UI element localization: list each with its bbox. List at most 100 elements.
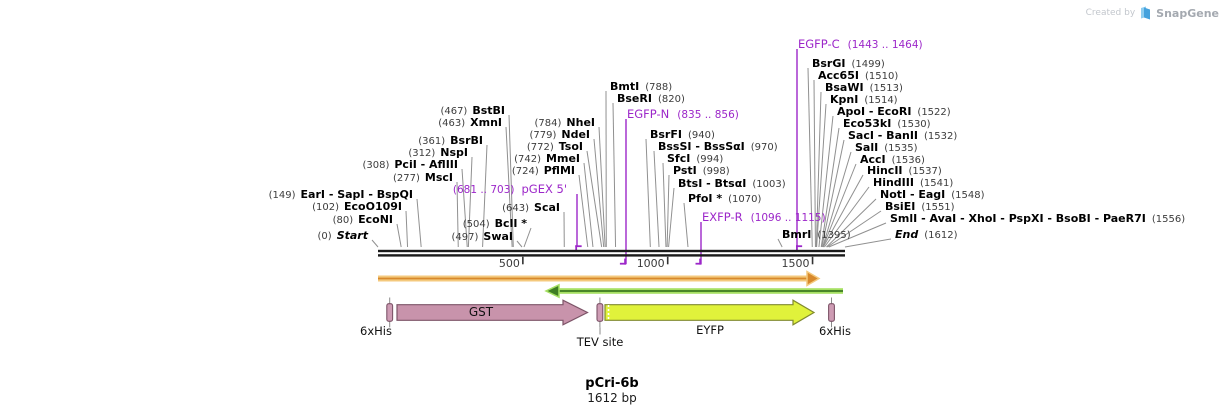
site-name: XmnI — [470, 116, 502, 129]
primer-label-EGFP-N[interactable]: EGFP-N(835 .. 856) — [627, 107, 739, 121]
site-label-MscI[interactable]: (277)MscI — [393, 170, 453, 185]
site-label-BclI-[interactable]: (504)BclI * — [463, 216, 527, 231]
site-label-KpnI[interactable]: KpnI(1514) — [830, 92, 898, 107]
primer-mark — [796, 245, 803, 248]
site-name: End — [895, 228, 919, 241]
primer-range: (1096 .. 1115) — [750, 212, 826, 224]
site-label-TsoI[interactable]: (772)TsoI — [527, 139, 583, 154]
site-label-SalI[interactable]: SalI(1535) — [855, 140, 917, 155]
site-name: BseRI — [617, 92, 652, 105]
ruler-tick — [666, 256, 669, 265]
site-name: Acc65I — [818, 69, 859, 82]
site-name: NheI — [566, 116, 595, 129]
watermark: Created by SnapGene — [1086, 6, 1219, 20]
site-name: PflMI — [543, 164, 575, 177]
site-position: (312) — [408, 148, 436, 159]
primer-mark-tick — [699, 258, 702, 265]
ruler-label-1000: 1000 — [636, 257, 665, 270]
plasmid-size: 1612 bp — [587, 391, 637, 405]
primer-label-pGEX-5-[interactable]: (681 .. 703)pGEX 5' — [453, 182, 567, 196]
site-name: NdeI — [561, 128, 590, 141]
site-leader-line — [508, 114, 514, 248]
site-label-EarI-SapI-BspQI[interactable]: (149)EarI - SapI - BspQI — [268, 187, 413, 202]
site-name: NotI - EagI — [880, 188, 946, 201]
site-label-BmrI[interactable]: BmrI(1395) — [782, 227, 851, 242]
site-leader-line — [807, 67, 813, 248]
site-position: (820) — [657, 94, 685, 105]
primer-mark-tick — [575, 245, 578, 251]
site-name: SmlI - AvaI - XhoI - PspXI - BsoBI - Pae… — [890, 212, 1146, 225]
site-label-PflMI[interactable]: (724)PflMI — [512, 163, 575, 178]
site-name: PciI - AflIII — [394, 158, 458, 171]
site-label-XmnI[interactable]: (463)XmnI — [438, 115, 502, 130]
ruler-tick — [522, 256, 524, 265]
feature-tev-site-box[interactable] — [596, 303, 604, 322]
site-leader-line — [828, 222, 887, 248]
site-label-Eco53kI[interactable]: Eco53kI(1530) — [843, 116, 931, 131]
site-label-ApoI-EcoRI[interactable]: ApoI - EcoRI (1522) — [837, 104, 951, 119]
site-label-Start[interactable]: (0)Start — [318, 228, 368, 243]
site-label-BtsI-Bts-I[interactable]: BtsI - BtsαI(1003) — [678, 176, 786, 191]
site-label-SmlI-AvaI-XhoI-PspXI-BsoBI-PaeR7I[interactable]: SmlI - AvaI - XhoI - PspXI - BsoBI - Pae… — [890, 211, 1185, 226]
site-label-PciI-AflIII[interactable]: (308)PciI - AflIII — [362, 157, 458, 172]
site-position: (1612) — [924, 230, 958, 241]
site-label-MmeI[interactable]: (742)MmeI — [514, 151, 580, 166]
site-label-BssSI-BssS-I[interactable]: BssSI - BssSαI(970) — [658, 139, 778, 154]
site-label-EcoO109I[interactable]: (102)EcoO109I — [312, 199, 402, 214]
site-label-BstBI[interactable]: (467)BstBI — [440, 103, 505, 118]
site-label-NheI[interactable]: (784)NheI — [535, 115, 595, 130]
site-name: EcoNI — [358, 213, 393, 226]
site-position: (1499) — [851, 59, 885, 70]
site-name: BsrBI — [450, 134, 483, 147]
site-name: MmeI — [546, 152, 580, 165]
site-position: (1541) — [919, 178, 954, 189]
orf-reverse-arrowhead — [544, 283, 560, 299]
site-label-BsaWI[interactable]: BsaWI(1513) — [825, 80, 903, 95]
site-label-NotI-EagI[interactable]: NotI - EagI(1548) — [880, 187, 985, 202]
site-name: PfoI * — [688, 192, 723, 205]
site-position: (1522) — [917, 107, 951, 118]
feature-eyfp-arrow[interactable] — [604, 299, 816, 326]
site-label-HindIII[interactable]: HindIII(1541) — [873, 175, 954, 190]
feature-6xhis-left-box[interactable] — [386, 303, 394, 322]
site-label-End[interactable]: End (1612) — [895, 227, 958, 242]
site-label-Acc65I[interactable]: Acc65I(1510) — [818, 68, 898, 83]
site-leader-line — [668, 187, 675, 248]
site-label-SfcI[interactable]: SfcI(994) — [667, 151, 723, 166]
site-label-BseRI[interactable]: BseRI (820) — [617, 91, 685, 106]
site-leader-line — [818, 115, 834, 248]
site-label-BsrGI[interactable]: BsrGI(1499) — [812, 56, 885, 71]
primer-label-EGFP-C[interactable]: EGFP-C(1443 .. 1464) — [798, 37, 923, 51]
primer-mark-tick — [624, 258, 626, 265]
site-leader-line — [505, 126, 513, 248]
site-position: (149) — [268, 190, 296, 201]
site-position: (940) — [687, 130, 715, 141]
site-label-PstI[interactable]: PstI(998) — [673, 163, 730, 178]
site-label-AccI[interactable]: AccI(1536) — [860, 152, 925, 167]
site-position: (1070) — [728, 194, 762, 205]
site-label-PfoI-[interactable]: PfoI * (1070) — [688, 191, 762, 206]
primer-label-EXFP-R[interactable]: EXFP-R(1096 .. 1115) — [702, 210, 826, 224]
site-label-BsiEI[interactable]: BsiEI(1551) — [885, 199, 955, 214]
site-label-ScaI[interactable]: (643)ScaI — [502, 200, 560, 215]
snapgene-logo-icon — [1141, 6, 1151, 20]
site-label-HincII[interactable]: HincII(1537) — [867, 163, 942, 178]
site-name: ApoI - EcoRI — [837, 105, 912, 118]
site-leader-line — [516, 240, 523, 248]
site-label-BsrBI[interactable]: (361)BsrBI — [418, 133, 483, 148]
site-position: (998) — [702, 166, 730, 177]
site-label-BmtI[interactable]: BmtI(788) — [610, 79, 672, 94]
site-label-NspI[interactable]: (312)NspI — [408, 145, 468, 160]
site-label-NdeI[interactable]: (779)NdeI — [529, 127, 590, 142]
site-position: (467) — [440, 106, 468, 117]
site-label-SacI-BanII[interactable]: SacI - BanII(1532) — [848, 128, 957, 143]
primer-mark — [619, 262, 626, 265]
site-leader-line — [416, 198, 422, 248]
site-position: (1536) — [891, 155, 925, 166]
feature-6xhis-right-box[interactable] — [828, 303, 835, 322]
site-name: Start — [336, 229, 368, 242]
site-label-SwaI[interactable]: (497)SwaI — [452, 229, 514, 244]
site-label-BsrFI[interactable]: BsrFI(940) — [650, 127, 715, 142]
feature-gst-arrow[interactable] — [396, 299, 589, 326]
site-label-EcoNI[interactable]: (80)EcoNI — [333, 212, 393, 227]
